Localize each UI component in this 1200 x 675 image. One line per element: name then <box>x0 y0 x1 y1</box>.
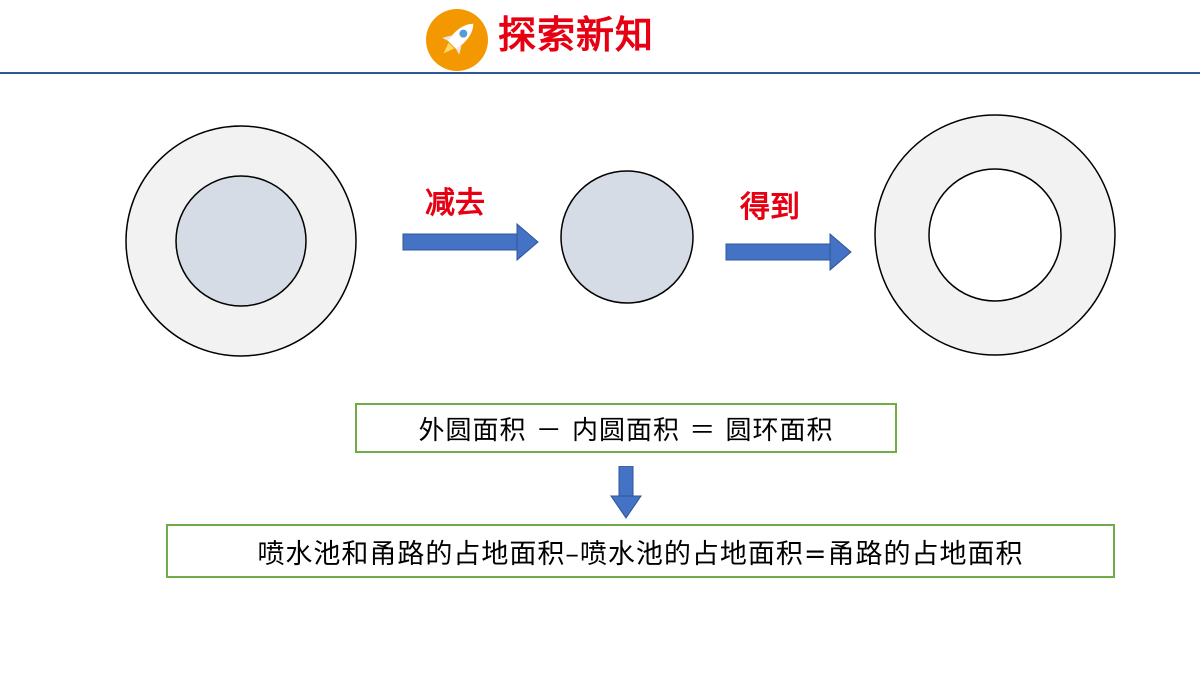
ring-area-diagram <box>125 114 1116 357</box>
inner-circle <box>175 175 307 307</box>
subtract-arrow-icon <box>402 222 539 262</box>
subtract-label: 减去 <box>425 186 485 221</box>
result-arrow-icon <box>725 232 852 272</box>
header-divider <box>0 72 1200 74</box>
result-label: 得到 <box>740 190 800 225</box>
ring-hole <box>928 168 1062 302</box>
removed-inner-circle <box>560 170 694 304</box>
page-title: 探索新知 <box>498 13 655 57</box>
rocket-logo-icon <box>426 9 488 71</box>
applied-formula-box: 喷水池和甬路的占地面积–喷水池的占地面积=甬路的占地面积 <box>166 524 1115 578</box>
general-formula-box: 外圆面积 － 内圆面积 ＝ 圆环面积 <box>355 403 897 453</box>
general-formula-text: 外圆面积 － 内圆面积 ＝ 圆环面积 <box>418 415 834 446</box>
down-arrow-icon <box>610 466 642 519</box>
applied-formula-text: 喷水池和甬路的占地面积–喷水池的占地面积=甬路的占地面积 <box>257 538 1024 570</box>
